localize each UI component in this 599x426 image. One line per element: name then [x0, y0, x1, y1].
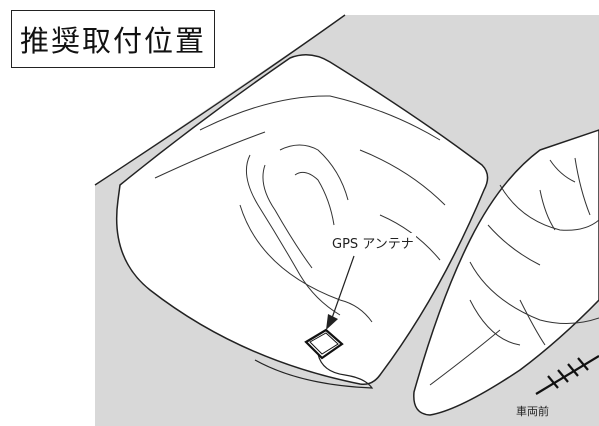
windshield — [115, 54, 489, 386]
vehicle-front-label: 車両前 — [516, 405, 549, 418]
page-title: 推奨取付位置 — [11, 10, 215, 68]
roof-edge-line — [94, 14, 346, 186]
callout-arrow — [326, 255, 355, 330]
gps-antenna-unit — [304, 328, 344, 360]
vehicle-front-arrow — [535, 355, 599, 395]
gps-antenna-label: GPS アンテナ — [330, 233, 416, 252]
side-window — [413, 129, 599, 416]
seat-lines — [429, 157, 599, 386]
antenna-cable — [254, 353, 374, 389]
